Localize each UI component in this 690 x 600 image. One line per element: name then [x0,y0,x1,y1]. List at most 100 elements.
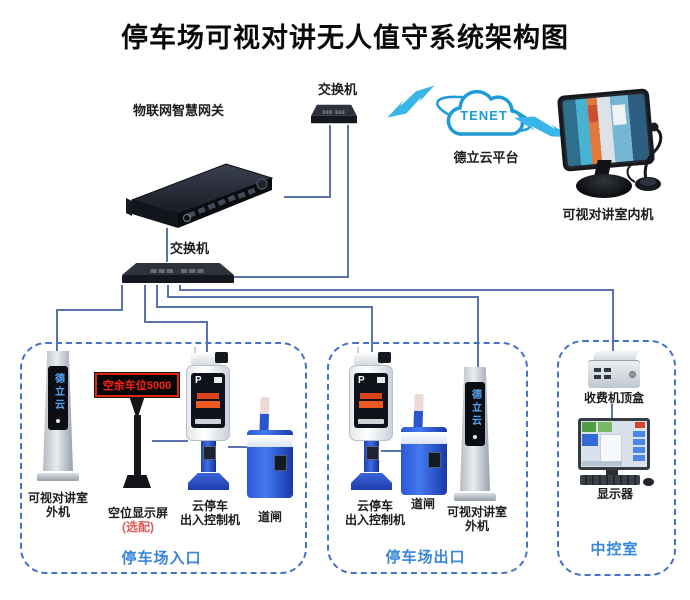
screen-led-line [359,401,383,408]
parking-controller-device: P [345,347,401,490]
outdoor-intercom-device: 德立云 [36,351,80,481]
barrier-gate-device [245,396,295,498]
top-switch-label: 交换机 [318,82,358,97]
vacancy-led-text: 空余车位5000 [102,380,172,392]
pole-screen [203,446,216,460]
exit-zone-label: 停车场出口 [385,549,466,566]
entrance-zone-label: 停车场入口 [121,550,202,567]
entrance-zone [20,342,307,574]
speaker-dot [56,419,60,423]
controller-screen: P [354,373,388,428]
control-monitor-device [576,418,654,488]
connector-line [167,285,169,298]
button-chip [633,439,645,445]
pillar-screen: 德立云 [465,382,485,446]
outdoor-intercom-label: 可视对讲室 外机 [446,505,507,534]
control-room-zone-label: 中控室 [590,541,639,558]
antenna [357,347,359,353]
screen-footer [358,419,384,424]
barrier-gate-label: 道闸 [257,510,282,524]
camera-view [598,422,612,432]
top-switch-device [311,104,357,124]
form-panel [600,434,622,462]
page-title: 停车场可视对讲无人值守系统架构图 [121,23,569,53]
connector-line [179,285,181,291]
pole-screen [366,446,379,460]
connector-line [144,285,146,323]
connector-line [284,196,331,198]
usb-port [604,368,611,372]
screen-led-line [360,393,382,399]
connector-line [152,440,188,442]
connector-line [194,276,349,278]
vacancy-display-label: 空位显示屏 (选配) [98,506,178,535]
mouse [643,478,654,486]
connector-line [612,289,614,354]
lightning-link-icon [387,85,435,118]
control-room-zone [557,340,676,576]
screen-footer [195,419,221,424]
cabinet-screen [274,455,287,471]
usb-port [604,375,611,379]
barrier-arm [413,393,424,432]
pillar-screen-text: 德立云 [469,389,481,428]
parking-p-logo: P [358,375,365,386]
screen-led-line [197,393,219,399]
controller-base [351,473,392,490]
camera-lens [215,352,228,363]
pillar-screen-text: 德立云 [52,373,64,412]
connector-line [228,446,262,448]
monitor-frame [578,418,650,470]
arm-tip [260,396,270,415]
connector-line [56,309,123,311]
exit-zone [327,342,528,574]
screen-tile [587,104,599,123]
antenna [194,347,196,353]
connector-line [121,285,123,311]
vacancy-optional-note: (选配) [122,520,154,535]
settop-box-device [587,351,641,393]
led-support [129,398,145,415]
usb-port [594,375,601,379]
cloud-platform-label: 德立云平台 [453,150,519,165]
camera-icon [191,347,228,365]
barrier-gate-label: 道闸 [410,497,435,511]
lightning-link-icon [514,116,572,138]
pillar-base [37,473,79,481]
controller-screen: P [191,373,225,428]
main-switch-label: 交换机 [170,241,210,256]
button-chip [633,447,645,453]
led-panel: 空余车位5000 [94,372,180,398]
connector-line [144,321,208,323]
cloud-logo-text: TENET [460,108,508,123]
connector-line [56,309,58,353]
settop-body [588,360,640,388]
screen-chip [377,377,385,383]
connector-line [179,289,614,291]
microphone-icon [626,122,663,191]
car-photo [582,434,598,446]
monitor-stand [606,470,618,475]
barrier-gate-device [399,393,449,495]
connector-line [381,450,408,452]
vacancy-display-device: 空余车位5000 [93,372,181,488]
pillar-screen: 德立云 [48,366,68,430]
iot-gateway-label: 物联网智慧网关 [133,103,225,118]
led-foot [123,475,151,488]
connector-line [167,296,479,298]
cabinet-band [247,435,293,447]
outdoor-intercom-device: 德立云 [453,367,497,501]
connector-line [477,296,479,372]
connector-line [371,306,373,361]
connector-line [611,404,613,422]
speaker-dot [473,435,477,439]
usb-port [594,368,601,372]
controller-body: P [349,365,393,441]
connector-line [156,285,158,308]
parking-controller-label: 云停车 出入控制机 [179,499,240,528]
cabinet-band [401,432,447,444]
settop-box-label: 收费机顶盒 [583,391,644,405]
controller-body: P [186,365,230,441]
parking-controller-label: 云停车 出入控制机 [344,499,405,528]
